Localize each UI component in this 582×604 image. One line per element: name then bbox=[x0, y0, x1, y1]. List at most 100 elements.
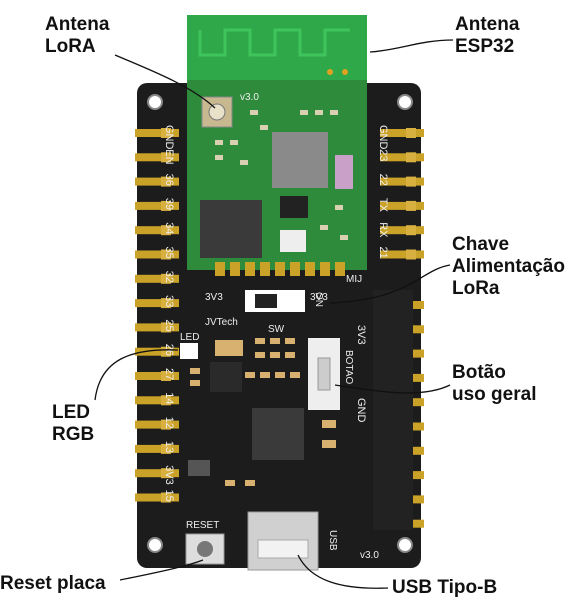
flash-chip bbox=[280, 196, 308, 218]
pin-label: 23 bbox=[377, 149, 389, 161]
pin-label: 12 bbox=[163, 417, 175, 429]
header-pad bbox=[161, 152, 171, 163]
mounting-hole bbox=[397, 537, 413, 553]
header-pin bbox=[135, 201, 179, 210]
header-pin bbox=[380, 153, 424, 162]
header-pad bbox=[161, 492, 171, 503]
header-pin bbox=[135, 347, 179, 356]
led-silk-label: LED bbox=[180, 332, 199, 343]
pin-label: 33 bbox=[163, 295, 175, 307]
header-pad bbox=[406, 225, 416, 236]
callout-chave-alimentacao: Chave Alimentação LoRa bbox=[452, 234, 565, 299]
header-pad bbox=[161, 128, 171, 138]
header-pad bbox=[161, 468, 171, 479]
callout-reset-placa: Reset placa bbox=[0, 573, 106, 594]
pin-label: 15 bbox=[163, 490, 175, 502]
antenna-trace bbox=[198, 28, 350, 57]
reset-button-cap[interactable] bbox=[197, 541, 213, 557]
pin-label: 3V3 bbox=[163, 465, 175, 485]
header-pin bbox=[380, 250, 424, 259]
header-pad bbox=[161, 176, 171, 187]
header-pin bbox=[135, 177, 179, 186]
header-pin bbox=[135, 250, 179, 259]
mounting-hole bbox=[147, 94, 163, 110]
esp32-chip bbox=[272, 132, 328, 188]
header-pad bbox=[161, 419, 171, 430]
antenna-pad bbox=[327, 69, 333, 75]
header-pad bbox=[161, 346, 171, 357]
right-lower-header bbox=[373, 290, 413, 530]
header-pad bbox=[161, 443, 171, 454]
brand-logo: JVTech bbox=[205, 317, 238, 328]
module-version: v3.0 bbox=[240, 92, 259, 103]
mounting-hole bbox=[147, 537, 163, 553]
diode bbox=[188, 460, 210, 476]
switch-label-on: ON bbox=[313, 292, 324, 307]
reset-silk-label: RESET bbox=[186, 520, 219, 531]
mounting-hole bbox=[397, 94, 413, 110]
header-pad bbox=[406, 200, 416, 211]
regulator bbox=[210, 362, 242, 392]
header-pad bbox=[161, 298, 171, 309]
module-pads bbox=[215, 262, 345, 276]
switch-label-3v3-left: 3V3 bbox=[205, 292, 223, 303]
botao-silk-label: BOTAO bbox=[343, 350, 354, 384]
pin-label: EN bbox=[163, 149, 175, 164]
pin-label: 14 bbox=[163, 392, 175, 404]
pin-label: 21 bbox=[377, 247, 389, 259]
callout-antena-lora: Antena LoRA bbox=[45, 14, 110, 57]
header-pad bbox=[161, 249, 171, 260]
callout-leaders bbox=[94, 39, 454, 589]
header-pad bbox=[406, 152, 416, 163]
usb-silk-label: USB bbox=[327, 530, 338, 551]
rgb-led bbox=[180, 343, 198, 359]
general-button-cap[interactable] bbox=[317, 357, 331, 391]
header-pin bbox=[135, 372, 179, 380]
usb-uart-chip bbox=[252, 408, 304, 460]
header-pin bbox=[135, 153, 179, 162]
header-pad bbox=[161, 322, 171, 333]
header-pin bbox=[135, 226, 179, 235]
pin-label: GND bbox=[163, 125, 175, 150]
header-pin bbox=[380, 201, 424, 210]
callout-usb-tipo-b: USB Tipo-B bbox=[392, 577, 498, 598]
board-version: v3.0 bbox=[360, 550, 379, 561]
switch-label-3v3-right: 3V3 bbox=[310, 292, 328, 303]
pin-label: 34 bbox=[163, 222, 175, 234]
header-pad bbox=[161, 371, 171, 381]
mij-label: MIJ bbox=[346, 274, 362, 285]
header-pin bbox=[380, 129, 424, 137]
pin-label: 27 bbox=[163, 368, 175, 380]
pin-label-gnd-right: GND bbox=[355, 398, 367, 423]
header-pin bbox=[135, 444, 179, 453]
header-pin bbox=[135, 129, 179, 137]
pin-label: 36 bbox=[163, 174, 175, 186]
header-pin bbox=[135, 420, 179, 429]
usb-port[interactable] bbox=[257, 539, 309, 559]
crystal bbox=[280, 230, 306, 252]
carrier-components bbox=[190, 338, 336, 486]
header-pin bbox=[135, 469, 179, 478]
pin-label: 22 bbox=[377, 174, 389, 186]
header-pin bbox=[135, 493, 179, 502]
antenna-pad bbox=[342, 69, 348, 75]
header-pad bbox=[406, 249, 416, 260]
pin-label: TX bbox=[377, 198, 389, 213]
header-pin bbox=[380, 177, 424, 186]
callout-botao-uso-geral: Botão uso geral bbox=[452, 362, 537, 405]
header-pad bbox=[406, 176, 416, 187]
switch-lever[interactable] bbox=[255, 294, 277, 308]
pin-label: 32 bbox=[163, 271, 175, 283]
header-pad bbox=[161, 273, 171, 284]
callout-antena-esp32: Antena ESP32 bbox=[455, 14, 520, 57]
header-pad bbox=[161, 395, 171, 406]
header-pin bbox=[135, 274, 179, 283]
switch-label-sw: SW bbox=[268, 324, 285, 335]
header-pin bbox=[135, 396, 179, 405]
esp32-antenna-area bbox=[187, 15, 367, 80]
pin-label: RX bbox=[377, 222, 389, 238]
pin-label: GND bbox=[377, 125, 389, 150]
header-pad bbox=[161, 225, 171, 236]
